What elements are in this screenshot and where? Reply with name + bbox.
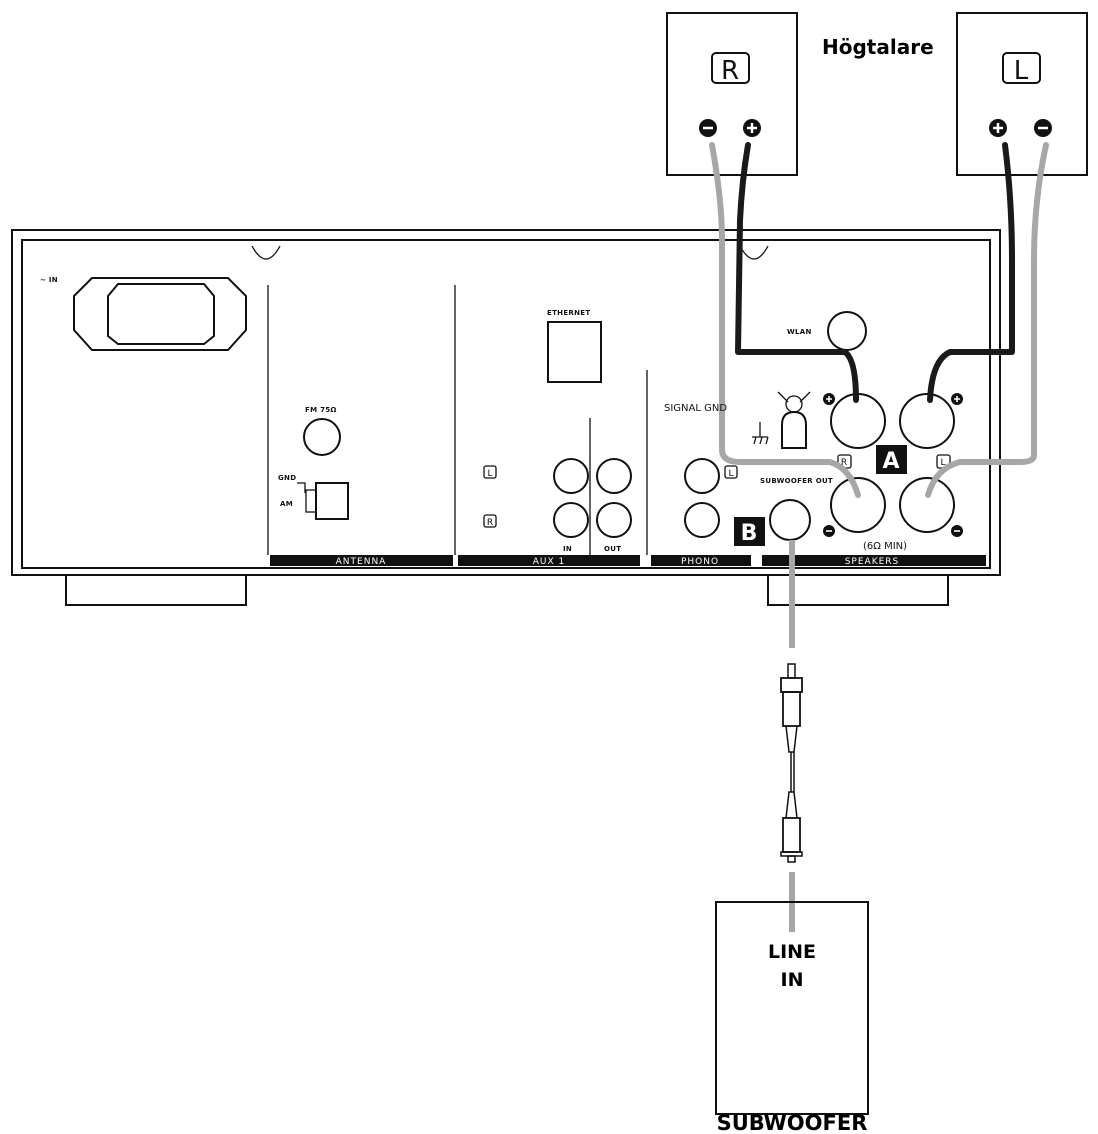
- phono-section-label: PHONO: [681, 557, 719, 567]
- speaker-channel-l: L: [940, 458, 945, 468]
- subwoofer-name: SUBWOOFER: [717, 1111, 868, 1134]
- antenna-connectors: [297, 418, 349, 520]
- am-label: AM: [280, 500, 293, 508]
- antenna-section-label: ANTENNA: [336, 557, 387, 567]
- speaker-cables: [709, 142, 1049, 498]
- title: Högtalare: [822, 35, 934, 59]
- subwoofer-out-jack: [769, 499, 811, 541]
- phono-jacks: [684, 458, 738, 538]
- subwoofer-out-label: SUBWOOFER OUT: [760, 477, 833, 485]
- marker-b: B: [741, 521, 758, 546]
- rear-panel: [11, 229, 1001, 606]
- wlan-antenna: [827, 311, 867, 351]
- ethernet-port: [547, 321, 602, 383]
- subwoofer-cable: [780, 540, 803, 932]
- speaker-right-label: R: [721, 56, 739, 86]
- speaker-left-label: L: [1014, 56, 1029, 86]
- aux-section-bar: [458, 555, 640, 566]
- speaker-right: [666, 12, 798, 176]
- ohm-label: (6Ω MIN): [863, 541, 907, 552]
- marker-a-box: [876, 445, 907, 474]
- speakers-section-label: SPEAKERS: [845, 557, 900, 567]
- aux-section-label: AUX 1: [533, 557, 566, 567]
- marker-b-box: [734, 517, 765, 546]
- antenna-section-bar: [270, 555, 453, 566]
- subwoofer-box: [715, 901, 869, 1115]
- aux-channel-l: L: [487, 469, 492, 479]
- power-label: ~ IN: [40, 276, 58, 284]
- signal-gnd-label: SIGNAL GND: [664, 403, 727, 414]
- speaker-channel-r: R: [841, 458, 847, 468]
- ethernet-label: ETHERNET: [547, 309, 590, 317]
- speakers-section-bar: [762, 555, 986, 566]
- fm-label: FM 75Ω: [305, 406, 337, 414]
- signal-gnd-terminal: [752, 391, 811, 449]
- subwoofer-input-line2: IN: [781, 969, 804, 991]
- aux-in-label: IN: [563, 545, 572, 553]
- speaker-left: [956, 12, 1088, 176]
- am-antenna-terminal: [315, 482, 349, 520]
- aux-out-label: OUT: [604, 545, 621, 553]
- marker-a: A: [882, 449, 899, 474]
- phono-section-bar: [651, 555, 751, 566]
- wlan-label: WLAN: [787, 328, 812, 336]
- gnd-label: GND: [278, 474, 296, 482]
- power-inlet: [73, 277, 247, 351]
- phono-channel-l: L: [728, 469, 733, 479]
- aux-jacks: [483, 458, 632, 538]
- fm-antenna-jack: [303, 418, 341, 456]
- aux-channel-r: R: [487, 518, 493, 528]
- subwoofer-input-line1: LINE: [768, 941, 816, 963]
